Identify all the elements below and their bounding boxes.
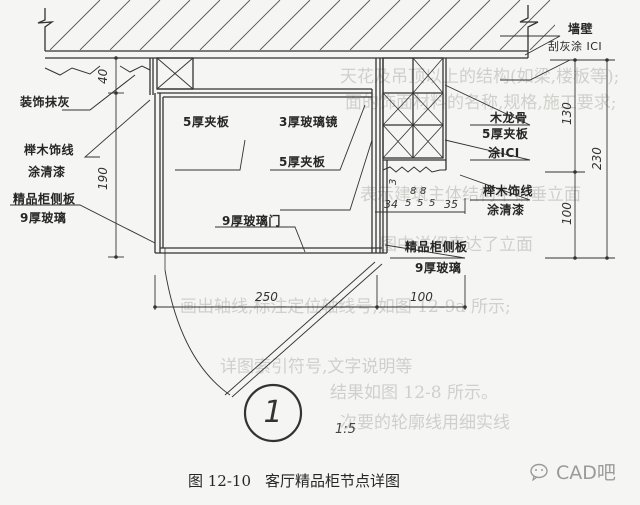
- dim-250: 250: [255, 290, 278, 304]
- label-plywood-5-mid: 5厚夹板: [279, 155, 326, 169]
- detail-scale: 1:5: [335, 422, 356, 437]
- bleed-through-text: 结果如图 12-8 所示。: [330, 383, 498, 403]
- bleed-through-text: 次要的轮廓线用细实线: [340, 413, 510, 433]
- label-side-panel-right-1: 精品柜侧板: [405, 240, 468, 254]
- label-glass-door: 9厚玻璃门: [222, 214, 281, 228]
- dim-molding-35: 35: [444, 198, 458, 211]
- bleed-through-text: 天花及吊顶以上的结构(如梁,楼板等);: [340, 67, 620, 87]
- label-side-panel-right-2: 9厚玻璃: [415, 261, 462, 275]
- figure-number: 图 12-10: [188, 472, 252, 490]
- label-plywood-5-ici-1: 5厚夹板: [482, 127, 529, 141]
- dim-molding-5b: 5: [417, 198, 424, 209]
- dim-molding-8b: 8: [420, 186, 427, 197]
- label-wall-finish: 刮灰涂 ICI: [548, 40, 603, 53]
- label-plywood-5-ici-2: 涂ICI: [488, 146, 520, 160]
- label-decorative-plaster: 装饰抹灰: [20, 95, 71, 109]
- wechat-icon: [530, 463, 548, 481]
- label-beech-molding-left-2: 涂清漆: [28, 165, 66, 179]
- dim-molding-34: 34: [384, 198, 398, 211]
- watermark-text: CAD吧: [556, 462, 616, 484]
- label-wood-keel: 木龙骨: [490, 111, 528, 125]
- dim-molding-5c: 5: [429, 198, 436, 209]
- dim-130: 130: [560, 102, 574, 125]
- dim-100-horizontal: 100: [410, 290, 433, 304]
- dim-100-vertical: 100: [560, 202, 574, 225]
- dim-190: 190: [96, 167, 110, 190]
- ceiling-slab-hatch: [49, 0, 555, 50]
- label-beech-molding-left-1: 榉木饰线: [24, 143, 75, 157]
- figure-title: 客厅精品柜节点详图: [265, 472, 401, 490]
- label-wall: 墙壁: [568, 22, 594, 36]
- label-side-panel-left-2: 9厚玻璃: [20, 211, 67, 225]
- label-side-panel-left-1: 精品柜侧板: [13, 192, 76, 206]
- dim-molding-5a: 5: [405, 198, 412, 209]
- label-plywood-5-top: 5厚夹板: [183, 115, 230, 129]
- dim-molding-3: 3: [388, 178, 399, 185]
- label-beech-molding-right-1: 榉木饰线: [483, 184, 534, 198]
- label-beech-molding-right-2: 涂清漆: [487, 203, 525, 217]
- bleed-through-text: 详图索引符号,文字说明等: [220, 357, 413, 377]
- detail-number: 1: [263, 395, 283, 430]
- dim-230: 230: [590, 147, 604, 170]
- label-mirror-glass-3: 3厚玻璃镜: [279, 115, 338, 129]
- dim-molding-8a: 8: [410, 186, 417, 197]
- dim-40: 40: [96, 68, 110, 84]
- watermark: CAD吧: [530, 458, 616, 485]
- figure-caption: 图 12-10 客厅精品柜节点详图: [188, 470, 400, 491]
